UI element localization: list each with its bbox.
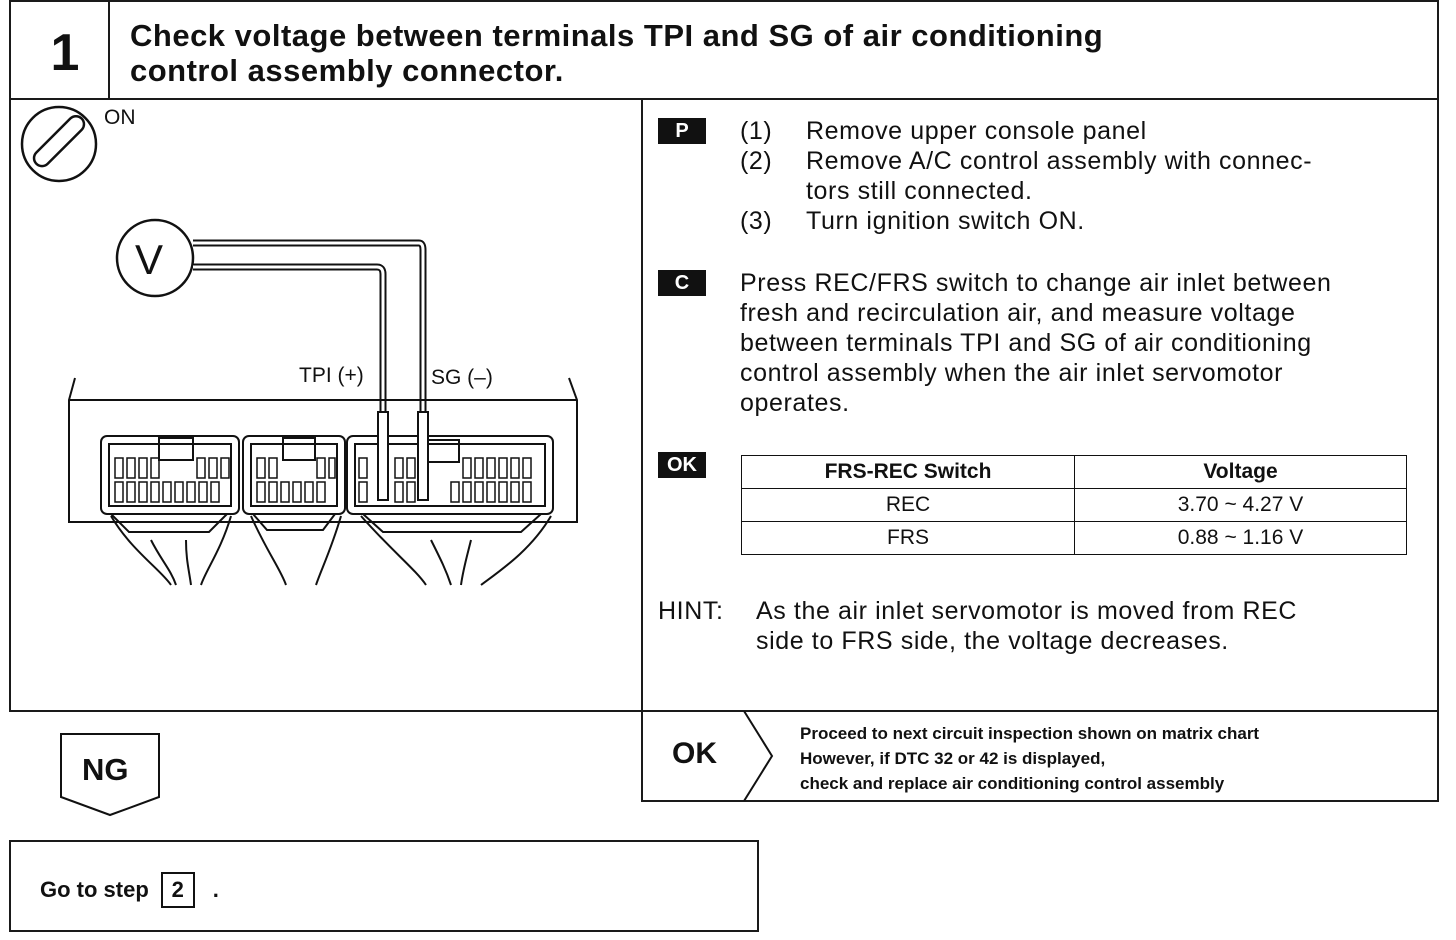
- terminal-tpi-label: TPI (+): [299, 364, 364, 387]
- table-cell: 3.70 ~ 4.27 V: [1074, 488, 1407, 522]
- prep-step: (2)Remove A/C control assembly with conn…: [740, 147, 1313, 175]
- step-divider: [108, 0, 110, 100]
- table-row: FRS 0.88 ~ 1.16 V: [741, 521, 1407, 555]
- check-line: operates.: [740, 389, 850, 417]
- goto-end: .: [212, 877, 219, 902]
- check-line: between terminals TPI and SG of air cond…: [740, 329, 1312, 357]
- ignition-key-icon: [20, 105, 98, 183]
- ok-result-label: OK: [672, 737, 717, 770]
- hint-label: HINT:: [658, 597, 724, 625]
- prep-step-list: (1)Remove upper console panel (2)Remove …: [740, 116, 1430, 236]
- table-row: REC 3.70 ~ 4.27 V: [741, 488, 1407, 522]
- diagram-panel: [9, 98, 643, 712]
- table-cell: FRS: [741, 521, 1075, 555]
- ok-result-line: Proceed to next circuit inspection shown…: [800, 724, 1260, 743]
- ok-arrow-divider: [743, 711, 774, 801]
- ok-result-box: [641, 710, 1439, 802]
- step-header: [9, 0, 1439, 100]
- ng-label: NG: [82, 752, 129, 787]
- prep-step: (1)Remove upper console panel: [740, 117, 1147, 145]
- column-header: FRS-REC Switch: [741, 455, 1075, 489]
- ok-result-line: check and replace air conditioning contr…: [800, 774, 1225, 793]
- hint-line: side to FRS side, the voltage decreases.: [756, 627, 1229, 655]
- prep-step: tors still connected.: [806, 177, 1033, 205]
- terminal-sg-label: SG (–): [431, 366, 493, 389]
- hint-text: As the air inlet servomotor is moved fro…: [756, 596, 1416, 656]
- goto-step-link[interactable]: 2: [160, 872, 195, 908]
- hint-line: As the air inlet servomotor is moved fro…: [756, 597, 1298, 625]
- goto-text: Go to step: [40, 877, 149, 902]
- ng-arrow: [60, 733, 160, 817]
- ng-goto-box: [9, 840, 759, 932]
- connector-middle: [242, 435, 346, 531]
- table-cell: 0.88 ~ 1.16 V: [1074, 521, 1407, 555]
- column-header: Voltage: [1074, 455, 1407, 489]
- ignition-on-label: ON: [104, 106, 136, 129]
- check-line: control assembly when the air inlet serv…: [740, 359, 1284, 387]
- step-number: 1: [50, 24, 80, 82]
- step-title-line1: Check voltage between terminals TPI and …: [130, 18, 1104, 53]
- table-header-row: FRS-REC Switch Voltage: [741, 455, 1407, 489]
- connector-diagram: [20, 105, 578, 586]
- voltmeter-icon: [115, 218, 195, 298]
- check-line: Press REC/FRS switch to change air inlet…: [740, 269, 1332, 297]
- prep-step: (3)Turn ignition switch ON.: [740, 207, 1085, 235]
- ok-result-text: Proceed to next circuit inspection shown…: [800, 721, 1259, 796]
- check-instructions: Press REC/FRS switch to change air inlet…: [740, 268, 1410, 418]
- ok-tag: OK: [658, 452, 706, 478]
- voltmeter-label: V: [135, 236, 164, 283]
- step-title: Check voltage between terminals TPI and …: [130, 18, 1310, 88]
- connector-left: [100, 435, 240, 533]
- voltage-spec-table: FRS-REC Switch Voltage REC 3.70 ~ 4.27 V…: [741, 455, 1407, 555]
- check-line: fresh and recirculation air, and measure…: [740, 299, 1296, 327]
- ok-result-line: However, if DTC 32 or 42 is displayed,: [800, 749, 1106, 768]
- step-title-line2: control assembly connector.: [130, 53, 564, 88]
- check-tag: C: [658, 270, 706, 296]
- table-cell: REC: [741, 488, 1075, 522]
- goto-step: Go to step 2 .: [40, 872, 219, 908]
- prep-tag: P: [658, 118, 706, 144]
